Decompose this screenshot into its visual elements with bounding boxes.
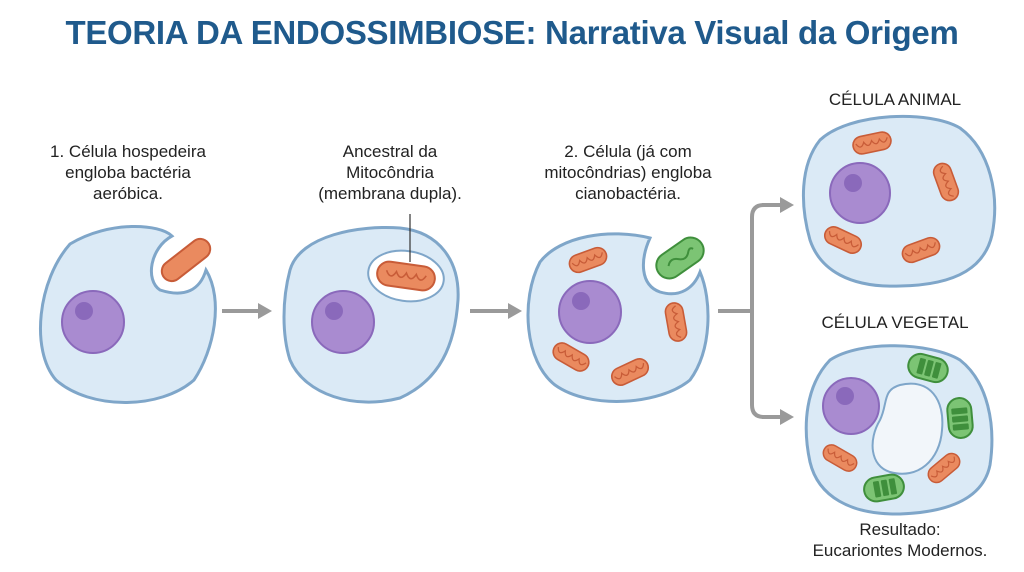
caption-step-2: 2. Célula (já com mitocôndrias) engloba …: [544, 142, 712, 203]
host-cell-2: [282, 214, 460, 404]
branch-arrow: [718, 197, 794, 425]
caption-step-1: 1. Célula hospedeira engloba bactéria ae…: [50, 142, 206, 203]
mitochondrion: [664, 302, 688, 342]
mitochondrion: [932, 162, 960, 202]
nucleolus: [844, 174, 862, 192]
nucleus: [822, 377, 880, 435]
mitochondrion: [568, 246, 608, 274]
mitochondrion-ancestor: [376, 260, 436, 292]
mitochondrion: [610, 358, 650, 386]
mitochondrion: [901, 236, 941, 264]
chloroplast: [946, 397, 974, 439]
mitochondrion: [852, 131, 892, 155]
arrow-right: [222, 303, 272, 319]
label-plant-cell: CÉLULA VEGETAL: [821, 313, 969, 332]
aerobic-bacterium: [160, 237, 212, 283]
animal-cell: [802, 114, 997, 288]
plant-cell: [804, 344, 994, 516]
nucleus: [61, 290, 125, 354]
cyanobacterium: [655, 236, 705, 280]
nucleus: [829, 162, 891, 224]
caption-result: Resultado: Eucariontes Modernos.: [812, 520, 988, 560]
nucleolus: [75, 302, 93, 320]
chloroplast: [863, 473, 905, 503]
nucleus: [311, 290, 375, 354]
host-cell-1: [39, 224, 217, 404]
label-animal-cell: CÉLULA ANIMAL: [828, 90, 962, 109]
mitochondrion: [822, 444, 858, 472]
nucleus: [558, 280, 622, 344]
mitochondrion: [927, 452, 961, 484]
host-cell-3: [526, 232, 710, 403]
nucleolus: [572, 292, 590, 310]
nucleolus: [325, 302, 343, 320]
caption-mitochondria-ancestor: Ancestral da Mitocôndria (membrana dupla…: [318, 142, 462, 203]
page-title: TEORIA DA ENDOSSIMBIOSE: Narrativa Visua…: [65, 14, 959, 51]
nucleolus: [836, 387, 854, 405]
mitochondrion: [552, 342, 590, 372]
mitochondrion: [823, 226, 863, 254]
central-vacuole: [871, 382, 944, 475]
arrow-right: [470, 303, 522, 319]
chloroplast: [907, 352, 949, 384]
